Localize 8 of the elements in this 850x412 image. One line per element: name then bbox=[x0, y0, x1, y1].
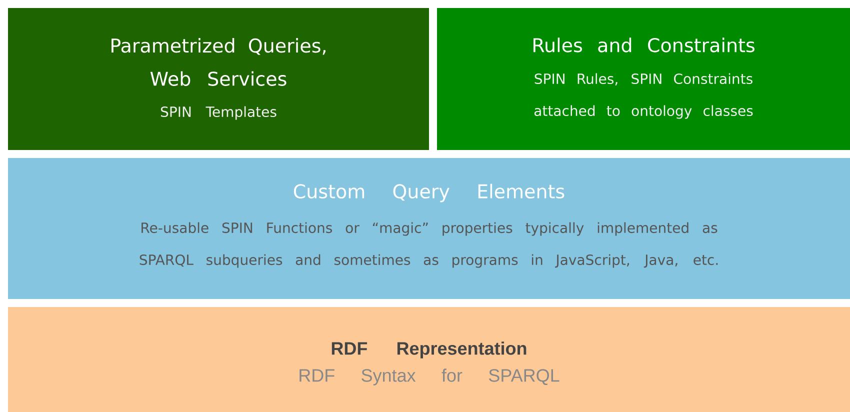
layer-heading: Custom Query Elements bbox=[294, 184, 564, 202]
layer-description: RDF Syntax for SPARQL bbox=[300, 368, 560, 386]
layer-description: SPIN Templates bbox=[160, 106, 276, 120]
layer-heading: Parametrized Queries, Web Services bbox=[112, 38, 326, 86]
layer-description: Re-usable SPIN Functions or “magic” properties typically implemented as SPARQL subqueries and sometimes as programs in JavaScript, Java, etc. bbox=[140, 222, 718, 268]
layer-heading: RDF Representation bbox=[332, 342, 526, 358]
layer-description: SPIN Rules, SPIN Constraints attached to ontology classes bbox=[534, 73, 753, 119]
layer-heading: Rules and Constraints bbox=[534, 38, 754, 52]
